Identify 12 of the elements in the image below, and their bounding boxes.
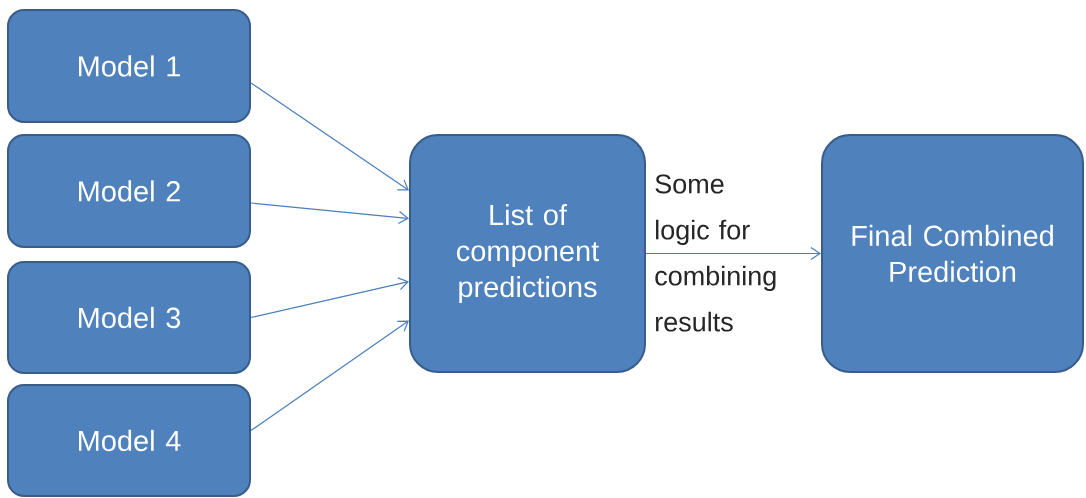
process-box: Model 3 [7,261,251,374]
arrow [645,246,821,261]
arrow [250,320,409,432]
process-box: Final Combined Prediction [821,134,1084,373]
arrow [250,277,409,319]
arrow [250,82,409,191]
edge-label: Some logic for combining results [655,174,776,332]
arrow [250,202,409,225]
process-box: Model 1 [7,9,251,123]
process-box: Model 4 [7,384,251,497]
process-box: List of component predictions [409,134,646,373]
process-box: Model 2 [7,134,251,248]
